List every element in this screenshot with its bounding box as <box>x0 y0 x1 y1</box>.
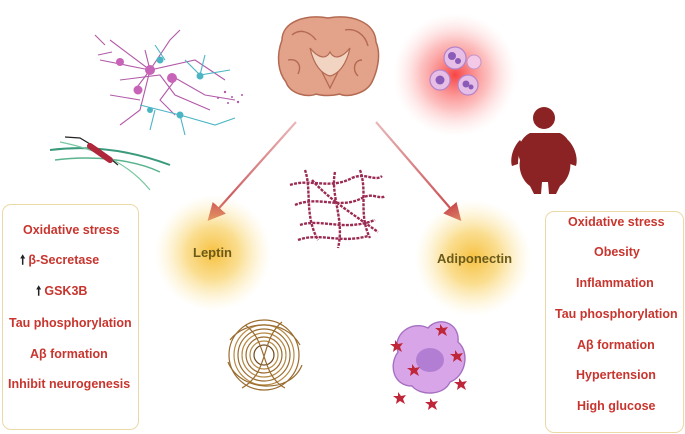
adiponectin-label: Adiponectin <box>437 251 513 266</box>
myelinated-axon-icon <box>49 136 171 191</box>
left-item-gsk3b-label: GSK3B <box>44 284 88 298</box>
right-item-hypertension: Hypertension <box>576 368 656 382</box>
up-arrow-icon: 🠕 <box>20 253 26 267</box>
amyloid-fibrils-icon <box>289 169 386 249</box>
up-arrow-icon: 🠕 <box>36 284 42 298</box>
right-item-high-glucose: High glucose <box>577 399 656 413</box>
damaged-cell-icon <box>390 321 467 410</box>
left-item-beta-secretase-label: β-Secretase <box>28 253 100 267</box>
left-item-gsk3b: 🠕GSK3B <box>36 284 87 298</box>
left-item-oxidative-stress: Oxidative stress <box>23 223 120 237</box>
obese-person-icon <box>511 107 577 194</box>
left-item-tau-phosphorylation: Tau phosphorylation <box>9 316 132 330</box>
leptin-glow <box>155 195 271 311</box>
leptin-effects-panel: Oxidative stress 🠕β-Secretase 🠕GSK3B Tau… <box>2 204 139 430</box>
adiponectin-glow <box>415 200 531 316</box>
right-item-tau-phosphorylation: Tau phosphorylation <box>555 307 678 321</box>
right-item-inflammation: Inflammation <box>576 276 654 290</box>
immune-glow <box>393 13 517 137</box>
left-item-abeta-formation: Aβ formation <box>30 347 108 361</box>
neuron-network-icon <box>94 29 243 136</box>
neurofibrillary-tangle-icon <box>227 319 303 391</box>
adiponectin-effects-panel: Oxidative stress Obesity Inflammation Ta… <box>545 211 684 433</box>
arrow-to-adiponectin <box>375 121 462 221</box>
left-item-beta-secretase: 🠕β-Secretase <box>20 253 99 267</box>
brain-section-icon <box>277 16 380 97</box>
immune-cells-icon <box>429 46 482 96</box>
right-item-obesity: Obesity <box>594 245 640 259</box>
right-item-abeta-formation: Aβ formation <box>577 338 655 352</box>
left-item-inhibit-neurogenesis: Inhibit neurogenesis <box>8 377 131 391</box>
right-item-oxidative-stress: Oxidative stress <box>568 215 665 229</box>
leptin-label: Leptin <box>193 245 232 260</box>
